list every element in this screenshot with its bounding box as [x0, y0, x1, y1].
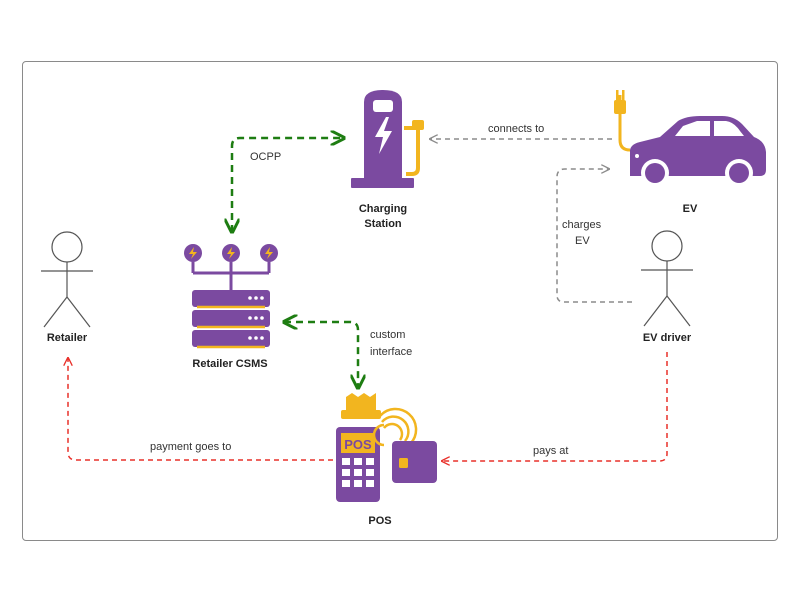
pos-terminal-icon: POS: [336, 393, 437, 502]
node-label-ev: EV: [683, 203, 698, 215]
retailer-actor-icon: [41, 231, 93, 328]
edge-label-custom: custom: [370, 329, 405, 341]
node-label-ev-driver: EV driver: [643, 332, 692, 344]
edge-label-pays-at: pays at: [533, 445, 568, 457]
edge-charges-ev: [556, 169, 632, 303]
csms-server-icon: [184, 244, 278, 349]
edge-label-connects-to: connects to: [488, 123, 544, 135]
node-label-retailer-csms: Retailer CSMS: [192, 358, 267, 370]
edge-label-charges: charges: [562, 219, 602, 231]
diagram-frame: [22, 61, 778, 541]
pos-screen-text: POS: [344, 437, 372, 452]
edge-label-ev: EV: [575, 235, 590, 247]
edge-payment-goes-to: [68, 358, 333, 461]
ev-car-icon: [614, 90, 766, 187]
edge-pays-at: [442, 352, 668, 461]
charging-station-icon: [351, 90, 424, 188]
ev-driver-actor-icon: [641, 230, 693, 327]
node-label-pos: POS: [368, 515, 391, 527]
node-label-station: Station: [364, 218, 402, 230]
edge-ocpp: [232, 138, 344, 232]
edge-label-payment-goes-to: payment goes to: [150, 441, 231, 453]
edge-custom-interface: [284, 322, 358, 388]
edge-label-ocpp: OCPP: [250, 151, 281, 163]
node-label-charging: Charging: [359, 203, 407, 215]
edge-label-interface: interface: [370, 346, 412, 358]
node-label-retailer: Retailer: [47, 332, 88, 344]
